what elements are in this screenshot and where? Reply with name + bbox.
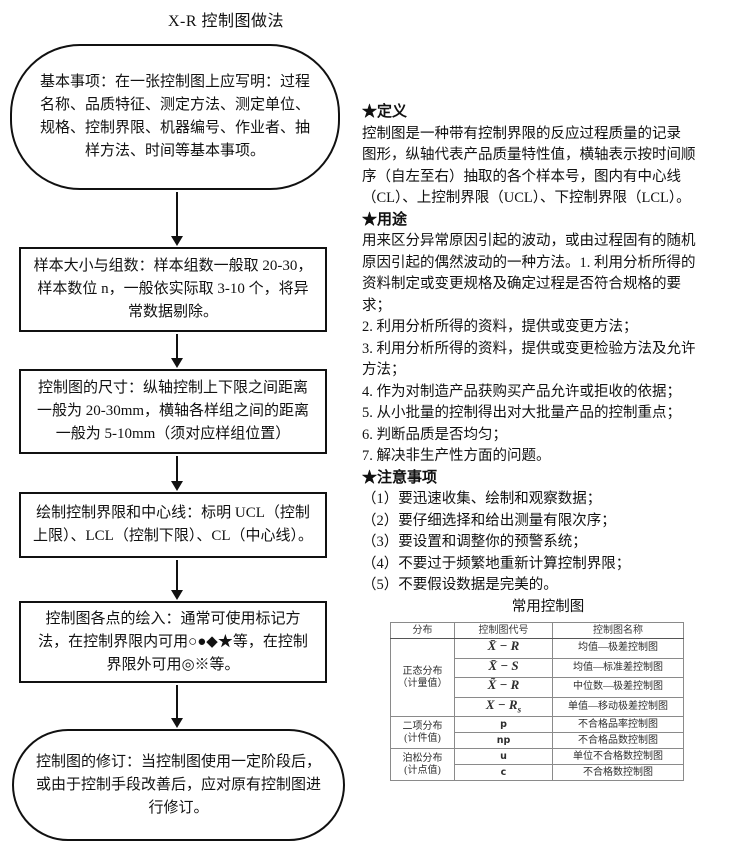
notes-item: （2）要仔细选择和给出测量有限次序；	[362, 512, 616, 529]
uses-item: 3. 利用分析所得的资料，提供或变更检验方法及允许 方法；	[362, 340, 696, 379]
flow-node-control-limits: 绘制控制界限和中心线：标明 UCL（控制上限）、LCL（控制下限）、CL（中心线…	[19, 492, 327, 558]
uses-intro: 用来区分异常原因引起的波动，或由过程固有的随机 原因引起的偶然波动的一种方法。1…	[362, 233, 696, 314]
table-header-row: 分布 控制图代号 控制图名称	[390, 622, 684, 639]
down-arrow-icon	[170, 685, 184, 728]
uses-item: 2. 利用分析所得的资料，提供或变更方法；	[362, 319, 638, 335]
uses-item: 6. 判断品质是否均匀；	[362, 426, 507, 443]
uses-item: 7. 解决非生产性方面的问题。	[362, 448, 551, 464]
name-cell: 不合格数控制图	[552, 764, 684, 782]
uses-item: 5. 从小批量的控制得出对大批量产品的控制重点；	[362, 405, 681, 421]
table-row: np 不合格品数控制图	[391, 732, 684, 750]
flow-node-text: 控制图的尺寸：纵轴控制上下限之间距离一般为 20-30mm，横轴各样组之间的距离…	[36, 380, 310, 442]
code-cell: X̃ − R	[454, 677, 553, 698]
code-cell: c	[454, 764, 553, 782]
notes-item: （5）不要假设数据是完美的。	[362, 577, 558, 593]
flow-node-text: 控制图的修订：当控制图使用一定阶段后，或由于控制手段改善后，应对原有控制图进行修…	[35, 753, 321, 816]
flow-node-text: 样本大小与组数：样本组数一般取 20-30，样本数位 n，一般依实际取 3-10…	[33, 258, 313, 320]
flow-node-text: 控制图各点的绘入：通常可使用标记方法，在控制界限内可用○●◆★等，在控制界限外可…	[38, 610, 308, 673]
code-cell: X̄ − S	[454, 657, 553, 679]
table-row: 正态分布 （计量值） X̄ − R 均值—极差控制图	[390, 637, 684, 718]
name-cell: 均值—极差控制图	[552, 638, 684, 659]
name-cell: 单值—移动极差控制图	[552, 696, 684, 718]
flow-node-revision: 控制图的修订：当控制图使用一定阶段后，或由于控制手段改善后，应对原有控制图进行修…	[12, 729, 345, 841]
table-row: 二项分布 (计件值) p 不合格品率控制图	[390, 716, 684, 750]
uses-heading: ★用途	[362, 211, 408, 228]
table-title: 常用控制图	[511, 598, 585, 615]
name-cell: 均值—标准差控制图	[552, 657, 684, 679]
notes-item: （3）要设置和调整你的预警系统；	[362, 534, 587, 550]
code-cell: X − Rs	[454, 696, 553, 718]
flow-node-sample-size: 样本大小与组数：样本组数一般取 20-30，样本数位 n，一般依实际取 3-10…	[19, 247, 327, 332]
down-arrow-icon	[170, 560, 184, 600]
code-cell: X̄ − R	[454, 638, 553, 659]
code-cell: np	[454, 732, 553, 750]
code-cell: u	[454, 748, 553, 766]
down-arrow-icon	[170, 334, 184, 368]
flow-node-plot-points: 控制图各点的绘入：通常可使用标记方法，在控制界限内可用○●◆★等，在控制界限外可…	[19, 601, 327, 683]
flow-node-text: 绘制控制界限和中心线：标明 UCL（控制上限）、LCL（控制下限）、CL（中心线…	[33, 505, 313, 544]
flow-node-basic-items: 基本事项：在一张控制图上应写明：过程名称、品质特征、测定方法、测定单位、规格、控…	[10, 44, 340, 190]
info-column: ★定义 控制图是一种带有控制界限的反应过程质量的记录 图形，纵轴代表产品质量特性…	[362, 102, 734, 782]
table-row: c 不合格数控制图	[391, 764, 684, 782]
down-arrow-icon	[170, 456, 184, 491]
uses-item: 4. 作为对制造产品获购买产品允许或拒收的依据；	[362, 383, 681, 400]
definition-heading: ★定义	[362, 104, 408, 120]
name-cell: 单位不合格数控制图	[552, 748, 684, 766]
definition-text: 控制图是一种带有控制界限的反应过程质量的记录 图形，纵轴代表产品质量特性值，横轴…	[362, 125, 696, 207]
down-arrow-icon	[170, 192, 184, 246]
notes-heading: ★注意事项	[362, 469, 438, 486]
distribution-cell: 二项分布 (计件值)	[390, 716, 455, 750]
code-cell: p	[454, 716, 553, 734]
notes-item: （4）不要过于频繁地重新计算控制界限；	[362, 555, 631, 572]
table-row: 泊松分布 (计点值) u 单位不合格数控制图	[390, 748, 684, 782]
col-header-code: 控制图代号	[454, 622, 553, 639]
col-header-distribution: 分布	[390, 622, 455, 639]
flow-node-chart-size: 控制图的尺寸：纵轴控制上下限之间距离一般为 20-30mm，横轴各样组之间的距离…	[19, 369, 327, 454]
distribution-cell: 泊松分布 (计点值)	[390, 748, 455, 782]
col-header-name: 控制图名称	[552, 622, 684, 639]
name-cell: 中位数—极差控制图	[552, 677, 684, 698]
distribution-cell: 正态分布 （计量值）	[390, 637, 455, 718]
name-cell: 不合格品数控制图	[552, 732, 684, 750]
common-charts-table: 分布 控制图代号 控制图名称 正态分布 （计量值） X̄ − R 均值—极差控制…	[390, 622, 684, 782]
name-cell: 不合格品率控制图	[552, 716, 684, 734]
notes-item: （1）要迅速收集、绘制和观察数据；	[362, 491, 602, 507]
page-title: X-R 控制图做法	[167, 13, 285, 30]
flow-node-text: 基本事项：在一张控制图上应写明：过程名称、品质特征、测定方法、测定单位、规格、控…	[39, 74, 310, 159]
